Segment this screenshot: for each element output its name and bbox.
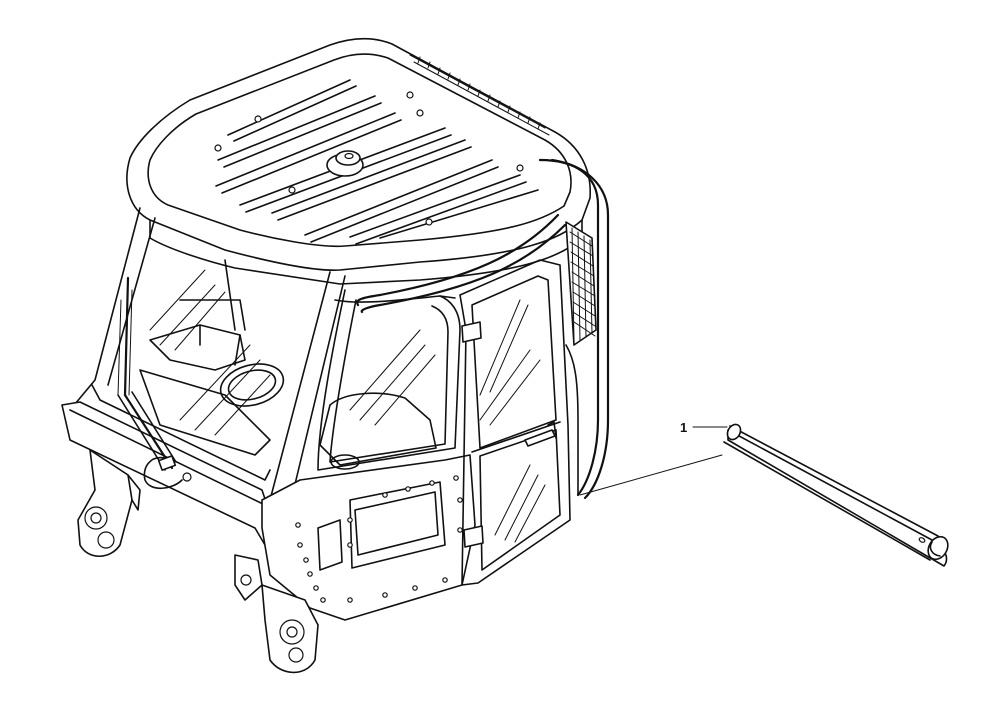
cab-roof xyxy=(126,38,591,285)
windshield-wiper xyxy=(117,276,192,490)
operator-cab-assembly xyxy=(61,38,610,674)
front-mount-bracket xyxy=(77,449,141,558)
glass-reflections xyxy=(149,269,546,543)
part-1-pin xyxy=(723,423,949,567)
lower-mount-bracket xyxy=(234,554,319,674)
roll-bar xyxy=(356,158,610,500)
callout-number: 1 xyxy=(680,420,687,435)
callout-1: 1 xyxy=(579,420,728,496)
cab-interior xyxy=(139,259,437,470)
callout-reference-line xyxy=(579,454,723,496)
